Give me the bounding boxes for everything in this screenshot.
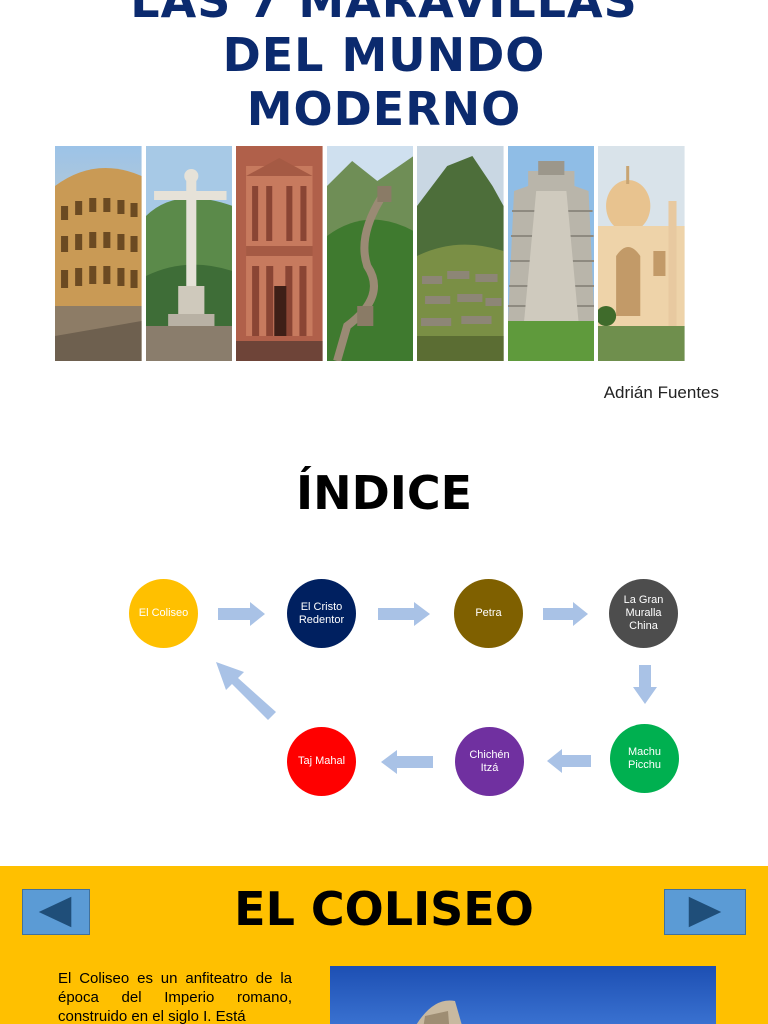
chichen-itza-image xyxy=(507,146,595,361)
title-line-2: DEL MUNDO xyxy=(222,28,546,82)
index-item-petra[interactable]: Petra xyxy=(454,579,523,648)
index-item-coliseo[interactable]: El Coliseo xyxy=(129,579,198,648)
arrow-left-1 xyxy=(547,749,591,773)
index-item-machu-picchu[interactable]: Machu Picchu xyxy=(610,724,679,793)
title-line-3: MODERNO xyxy=(246,82,522,136)
arrow-right-3 xyxy=(543,602,588,626)
index-item-gran-muralla[interactable]: La Gran Muralla China xyxy=(609,579,678,648)
main-title: LAS 7 MARAVILLAS DEL MUNDO MODERNO xyxy=(0,0,768,136)
title-line-1: LAS 7 MARAVILLAS xyxy=(130,0,638,28)
index-item-label: El Coliseo xyxy=(138,607,189,619)
index-item-label: Petra xyxy=(475,607,502,619)
index-item-label: Taj Mahal xyxy=(297,755,346,767)
previous-slide-button[interactable] xyxy=(22,889,90,935)
taj-mahal-image xyxy=(598,146,686,361)
slide-title: EL COLISEO xyxy=(234,882,534,936)
index-item-chichen-itza[interactable]: Chichén Itzá xyxy=(455,727,524,796)
index-item-label: La Gran Muralla China xyxy=(623,594,664,632)
coliseo-photo xyxy=(330,966,716,1024)
arrow-diagonal xyxy=(216,662,276,720)
arrow-left-2 xyxy=(381,750,433,774)
author-name: Adrián Fuentes xyxy=(603,383,719,402)
wonders-image-strip xyxy=(55,146,686,361)
christ-redeemer-image xyxy=(145,146,233,361)
petra-image xyxy=(236,146,323,361)
arrow-left-icon xyxy=(38,896,72,928)
arrow-right-icon xyxy=(688,896,722,928)
index-title: ÍNDICE xyxy=(295,466,473,520)
arrow-right-2 xyxy=(378,602,430,626)
index-item-label: El Cristo Redentor xyxy=(298,600,345,626)
index-item-label: Chichén Itzá xyxy=(469,748,510,774)
colosseum-image xyxy=(55,146,142,361)
coliseo-description: El Coliseo es un anfiteatro de la época … xyxy=(58,970,292,1024)
arrow-right-1 xyxy=(218,602,265,626)
arrow-down xyxy=(633,665,657,704)
machu-picchu-image xyxy=(417,146,504,361)
index-item-cristo-redentor[interactable]: El Cristo Redentor xyxy=(287,579,356,648)
index-item-taj-mahal[interactable]: Taj Mahal xyxy=(287,727,356,796)
great-wall-image xyxy=(326,146,414,361)
next-slide-button[interactable] xyxy=(664,889,746,935)
index-item-label: Machu Picchu xyxy=(627,745,662,771)
coliseo-slide: EL COLISEO El Coliseo es un anfiteatro d… xyxy=(0,866,768,1024)
